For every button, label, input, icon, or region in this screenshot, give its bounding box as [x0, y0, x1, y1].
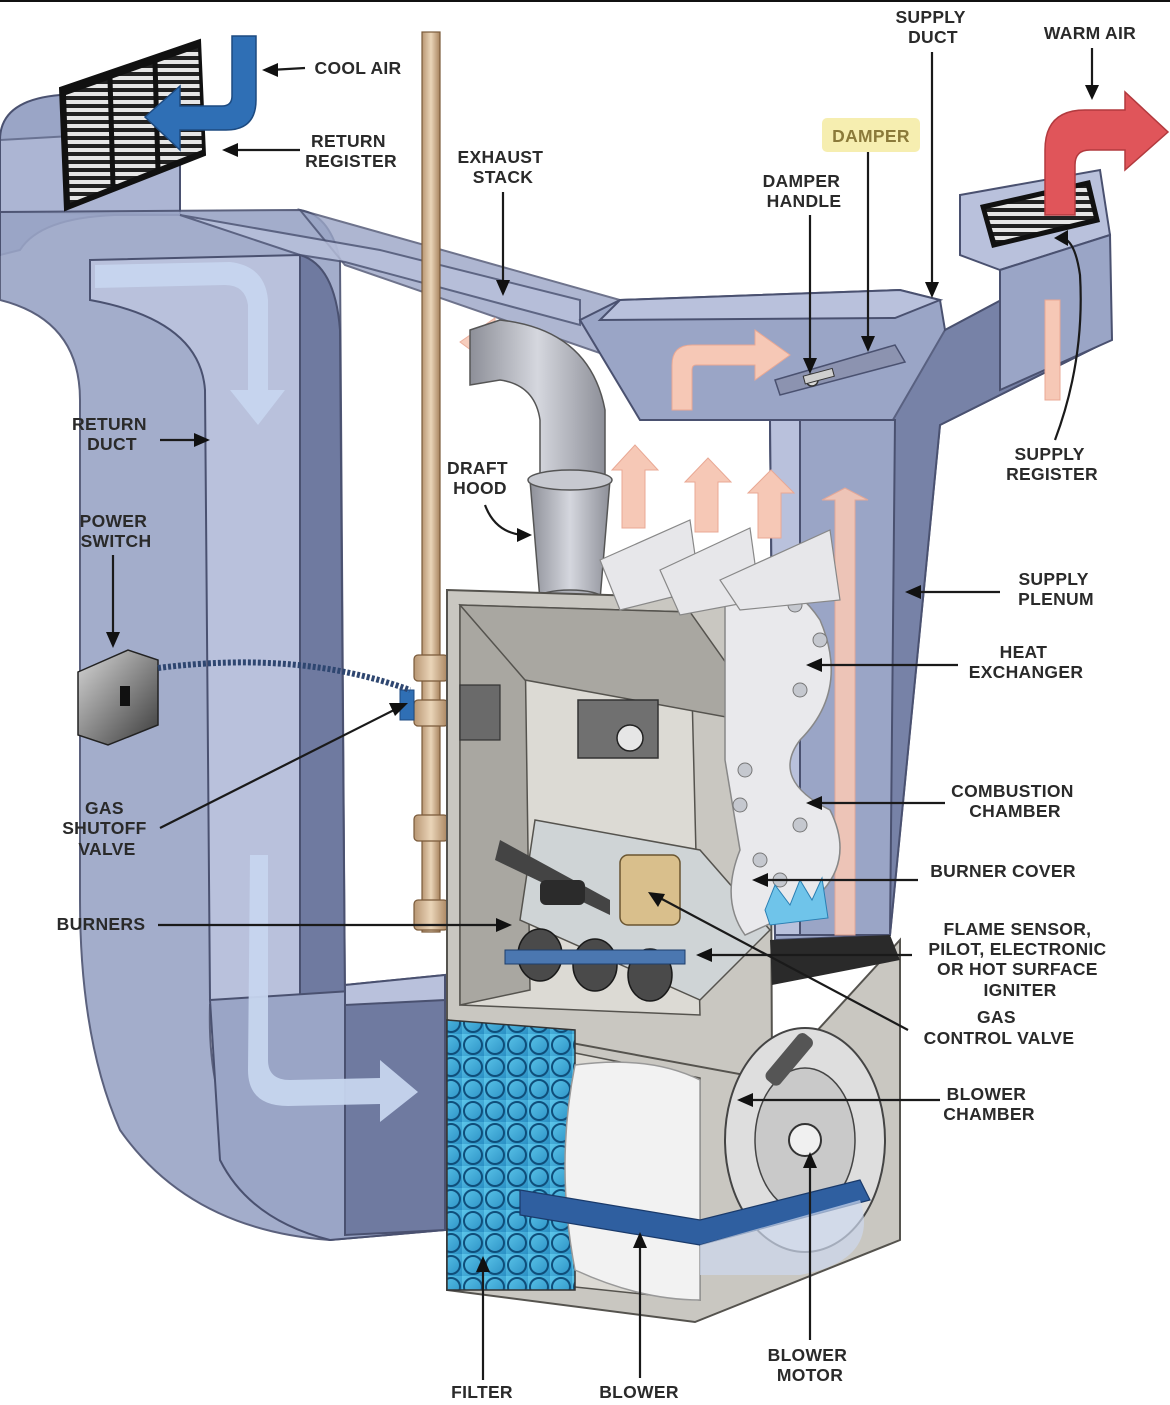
label-combustion-chamber: COMBUSTION CHAMBER [951, 781, 1079, 821]
label-power-switch: POWER SWITCH [80, 511, 153, 551]
label-filter: FILTER [451, 1382, 513, 1402]
return-flow-arrows [95, 262, 418, 1122]
warm-air-arrow [1044, 90, 1170, 216]
label-blower-motor: BLOWER MOTOR [768, 1345, 853, 1385]
damper [774, 344, 907, 396]
label-cool-air: COOL AIR [315, 58, 402, 78]
furnace-cabinet [446, 519, 901, 1324]
label-damper-handle: DAMPER HANDLE [763, 171, 846, 211]
gas-pipe [399, 31, 449, 933]
label-exhaust-stack: EXHAUST STACK [458, 147, 549, 187]
label-heat-exchanger: HEAT EXCHANGER [969, 642, 1084, 682]
leader-lines [106, 48, 1099, 1380]
label-blower-chamber: BLOWER CHAMBER [943, 1084, 1035, 1124]
label-burner-cover: BURNER COVER [930, 861, 1076, 881]
label-flame-sensor: FLAME SENSOR, PILOT, ELECTRONIC OR HOT S… [928, 919, 1111, 1000]
label-gas-shutoff-valve: GAS SHUTOFF VALVE [62, 798, 152, 859]
labels: COOL AIR RETURN REGISTER EXHAUST STACK S… [57, 7, 1136, 1402]
label-damper: DAMPER [832, 126, 910, 146]
damper-highlight [822, 118, 920, 152]
label-blower: BLOWER [599, 1382, 679, 1402]
label-supply-plenum: SUPPLY PLENUM [1018, 569, 1094, 609]
label-burners: BURNERS [57, 914, 146, 934]
label-supply-register: SUPPLY REGISTER [1006, 444, 1098, 484]
label-return-register: RETURN REGISTER [305, 131, 397, 171]
label-warm-air: WARM AIR [1044, 23, 1136, 43]
return-duct [0, 88, 621, 1242]
label-gas-control-valve: GAS CONTROL VALVE [924, 1007, 1075, 1048]
label-return-duct: RETURN DUCT [72, 414, 152, 454]
label-draft-hood: DRAFT HOOD [447, 458, 513, 498]
power-switch [77, 649, 412, 746]
label-supply-duct: SUPPLY DUCT [895, 7, 970, 47]
cool-air-arrow [143, 35, 257, 152]
return-register [58, 38, 207, 212]
